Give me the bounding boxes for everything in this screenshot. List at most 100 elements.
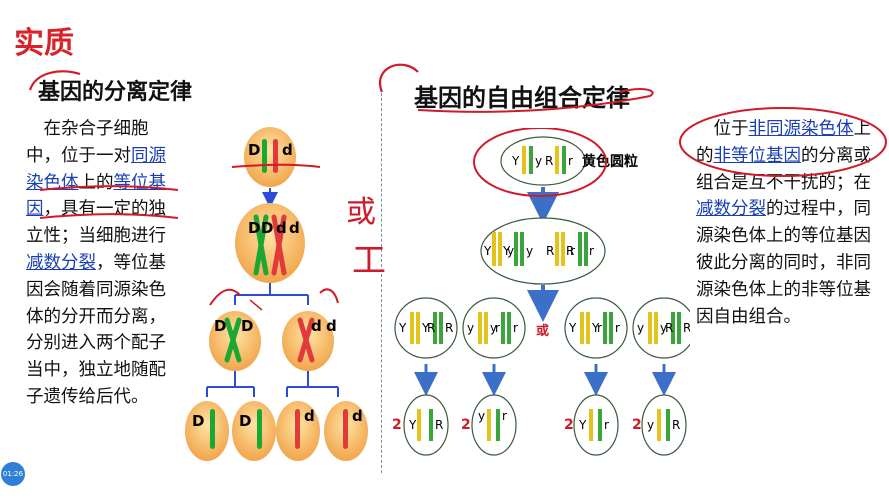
ink-underline bbox=[231, 163, 321, 168]
gene-label: y bbox=[526, 244, 533, 258]
svg-text:r: r bbox=[604, 418, 609, 432]
svg-text:r: r bbox=[615, 321, 620, 335]
svg-text:2: 2 bbox=[392, 417, 402, 433]
svg-text:y: y bbox=[647, 418, 654, 432]
svg-text:Y: Y bbox=[578, 418, 587, 432]
chromatids-dominant bbox=[224, 317, 242, 363]
chromosome-yellow bbox=[522, 146, 526, 174]
svg-text:y: y bbox=[637, 321, 644, 335]
gene-label: d bbox=[304, 407, 315, 425]
chromatids-recessive bbox=[297, 317, 315, 363]
gene-label: d bbox=[311, 317, 322, 335]
gamete-cell: 2 Y r bbox=[564, 394, 619, 456]
split-connector bbox=[234, 283, 309, 305]
svg-text:R: R bbox=[672, 418, 680, 432]
meiosis-cell: y y R R bbox=[632, 297, 690, 359]
gene-label: d bbox=[276, 219, 287, 237]
gamete-cell: 2 y R bbox=[632, 394, 687, 456]
slide-title: 实质 bbox=[14, 26, 74, 61]
gene-label: y bbox=[507, 244, 514, 258]
svg-text:Y: Y bbox=[421, 321, 430, 335]
gene-label: D bbox=[214, 317, 226, 335]
svg-text:2: 2 bbox=[564, 417, 574, 433]
gene-label: D bbox=[239, 412, 251, 430]
svg-text:R: R bbox=[683, 321, 690, 335]
ink-stroke bbox=[378, 63, 419, 93]
para-text: ，等位基因会随着同源染色体的分开而分离，分别进入两个配子当中，独立地随配子遗传给… bbox=[26, 252, 166, 407]
gene-label: D bbox=[261, 219, 273, 237]
chromosome-yellow bbox=[555, 146, 559, 174]
chromosome-dominant bbox=[257, 409, 262, 449]
split-connector bbox=[206, 371, 255, 397]
gene-label: R bbox=[566, 244, 574, 258]
gene-label: d bbox=[289, 219, 300, 237]
svg-text:r: r bbox=[502, 409, 507, 423]
gene-label: D bbox=[192, 412, 204, 430]
right-paragraph: 位于非同源染色体上的非等位基因的分离或组合是互不干扰的；在减数分裂的过程中，同源… bbox=[696, 116, 876, 330]
ink-marks bbox=[209, 288, 339, 306]
seed-label: 黄色圆粒 bbox=[582, 153, 638, 170]
chromatid-pair-recessive bbox=[271, 214, 287, 276]
gene-label: d bbox=[282, 141, 293, 159]
right-heading: 基因的自由组合定律 bbox=[414, 84, 630, 112]
svg-text:Y: Y bbox=[398, 321, 407, 335]
para-text: 的过程中，同源染色体上的等位基因彼此分离的同时，非同源染色体上的非等位基因自由组… bbox=[696, 199, 871, 327]
svg-text:y: y bbox=[467, 321, 474, 335]
playback-badge[interactable]: 01:26 bbox=[1, 462, 25, 486]
or-label: 或 bbox=[536, 323, 549, 339]
term-link[interactable]: 减数分裂 bbox=[26, 252, 96, 273]
svg-text:r: r bbox=[513, 321, 518, 335]
gamete-cell bbox=[185, 401, 229, 461]
meiosis-cell: Y Y R R bbox=[394, 297, 458, 359]
gamete-cell bbox=[232, 401, 276, 461]
section-divider bbox=[381, 88, 382, 473]
gene-label: Y bbox=[502, 244, 511, 258]
replicated-chromosomes bbox=[492, 232, 588, 266]
para-text: 位于 bbox=[696, 119, 749, 139]
para-text: ，具有一定的独立性；当细胞进行 bbox=[26, 199, 166, 247]
gene-label: d bbox=[352, 407, 363, 425]
chromosome-recessive bbox=[273, 139, 278, 173]
left-paragraph: 在杂合子细胞中，位于一对同源染色体上的等位基因，具有一定的独立性；当细胞进行减数… bbox=[26, 116, 176, 411]
chromosome-recessive bbox=[343, 409, 348, 449]
term-link[interactable]: 非同源染色体 bbox=[748, 119, 854, 139]
gene-label: R bbox=[545, 154, 553, 168]
svg-text:2: 2 bbox=[632, 417, 642, 433]
ink-circle bbox=[473, 128, 607, 197]
svg-text:r: r bbox=[597, 321, 602, 335]
term-link[interactable]: 非等位基因 bbox=[713, 145, 802, 166]
term-link[interactable]: 减数分裂 bbox=[696, 199, 766, 220]
gamete-cell: 2 Y R bbox=[392, 394, 449, 456]
gene-label: r bbox=[568, 154, 573, 168]
split-connector bbox=[286, 371, 339, 397]
gene-label: r bbox=[570, 244, 575, 258]
svg-text:r: r bbox=[495, 321, 500, 335]
svg-text:y: y bbox=[478, 409, 485, 423]
chromosome-dominant bbox=[262, 139, 267, 173]
svg-text:Y: Y bbox=[568, 321, 577, 335]
gene-label: d bbox=[326, 317, 337, 335]
svg-text:R: R bbox=[427, 321, 435, 335]
gene-label: D bbox=[248, 219, 260, 237]
gene-label: y bbox=[535, 154, 542, 168]
gene-label: D bbox=[241, 317, 253, 335]
parent-cell bbox=[244, 127, 296, 187]
svg-text:R: R bbox=[665, 321, 673, 335]
gene-label: D bbox=[248, 141, 260, 159]
para-text: 在杂合子细胞中，位于一对 bbox=[26, 119, 149, 166]
replicated-cell bbox=[480, 217, 606, 285]
svg-text:Y: Y bbox=[408, 418, 417, 432]
segregation-diagram: D d D D d d D D d d D D d d bbox=[185, 127, 368, 461]
gene-label: R bbox=[546, 244, 554, 258]
gene-label: Y bbox=[483, 244, 492, 258]
meiosis-cell: y y r r bbox=[462, 297, 526, 359]
svg-text:R: R bbox=[445, 321, 453, 335]
para-text: 上的 bbox=[78, 172, 114, 193]
svg-text:Y: Y bbox=[591, 321, 600, 335]
gene-label: r bbox=[589, 244, 594, 258]
replicated-cell bbox=[235, 203, 305, 283]
svg-text:R: R bbox=[435, 418, 443, 432]
meiosis-cell: Y Y r r bbox=[564, 297, 628, 359]
chromosome-dominant bbox=[210, 409, 215, 449]
arrows bbox=[414, 364, 676, 396]
